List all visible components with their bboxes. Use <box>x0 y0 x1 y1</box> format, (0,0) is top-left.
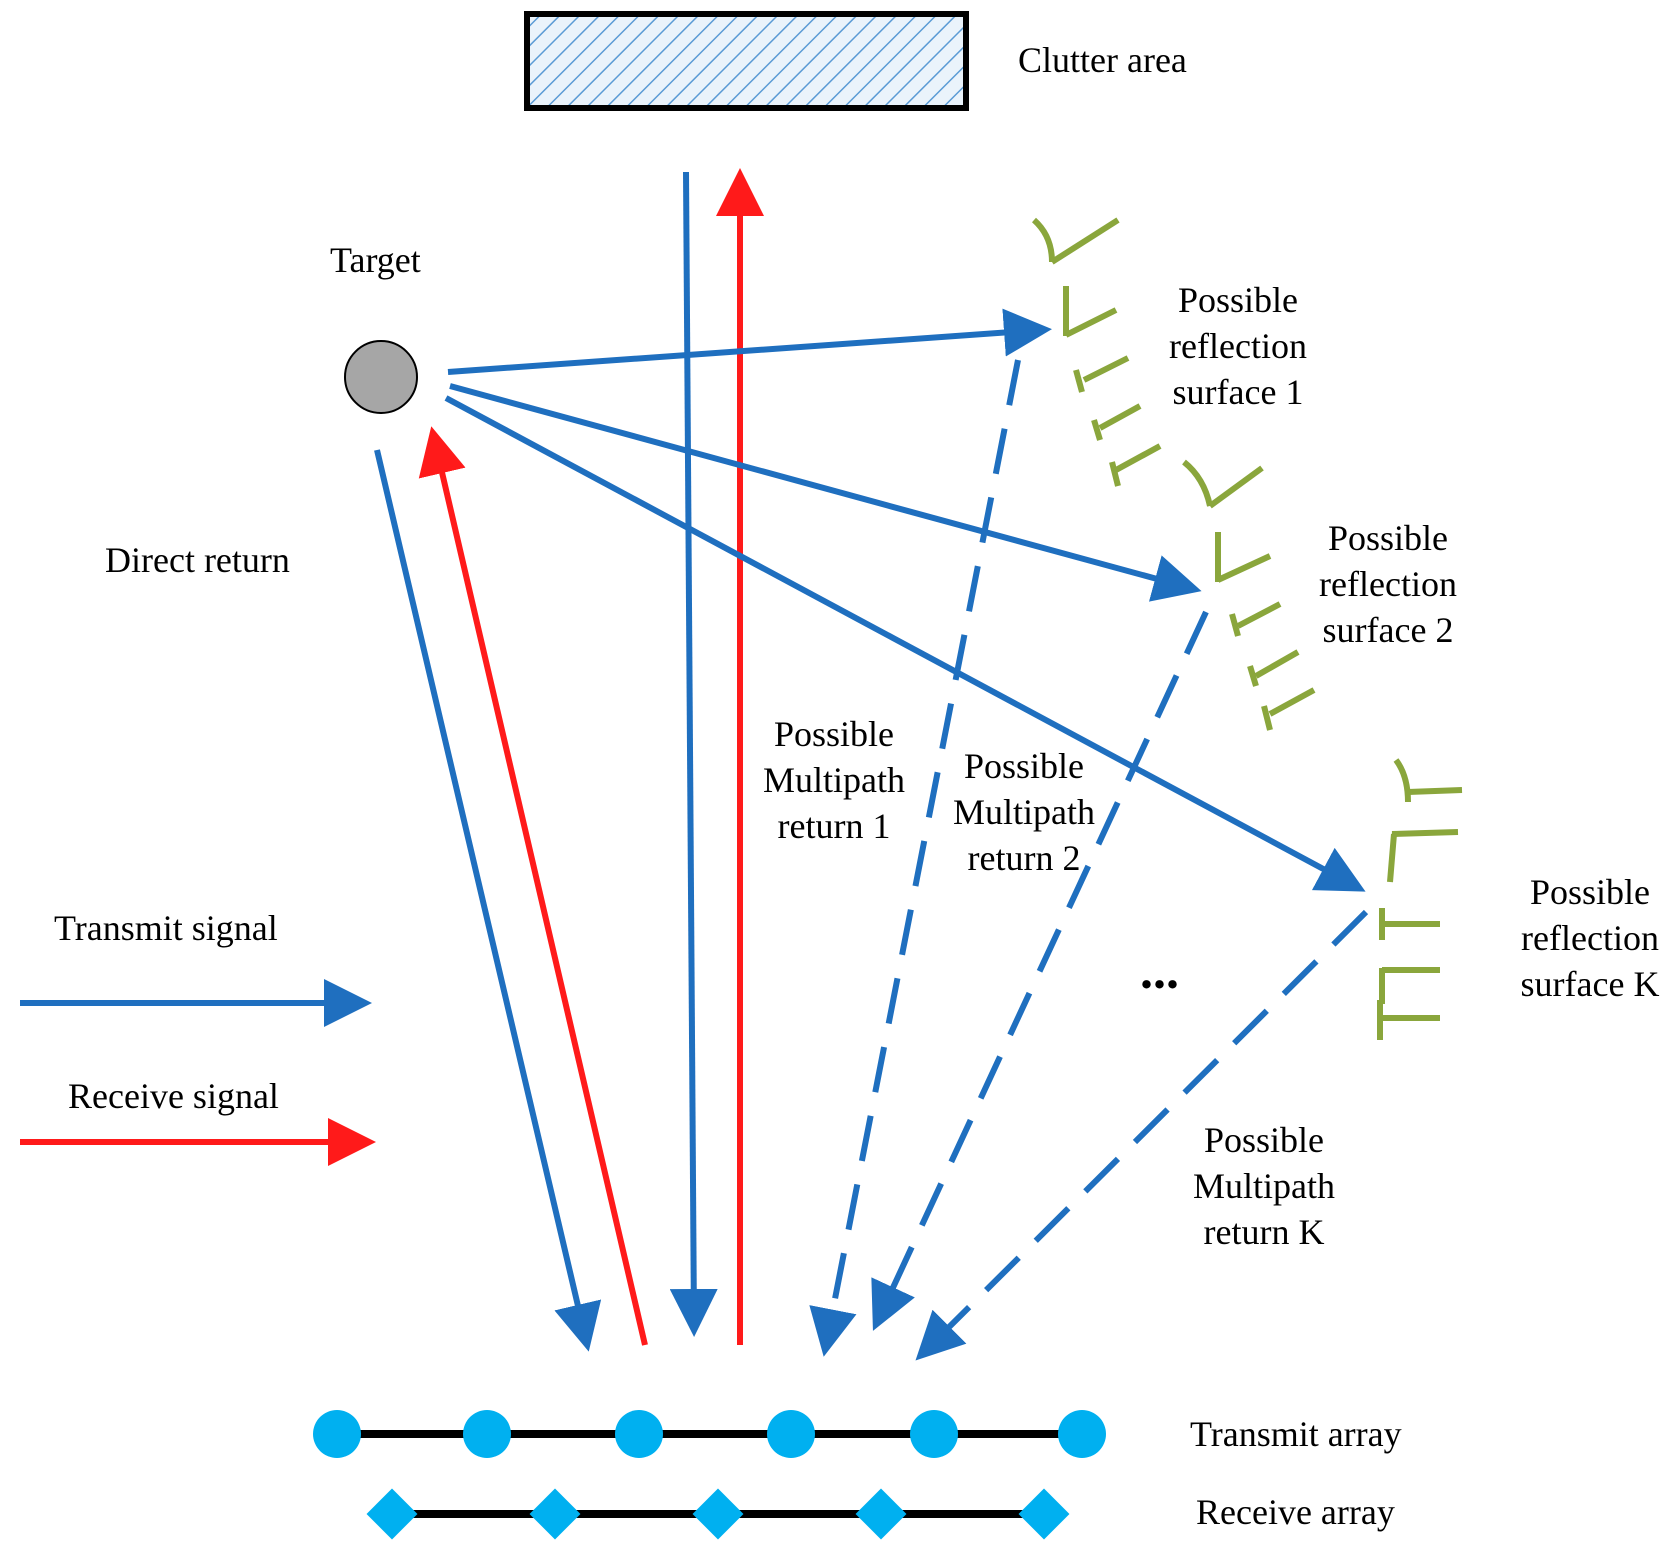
transmit-element <box>1058 1410 1106 1458</box>
target-icon <box>344 340 418 414</box>
multipath-return-2-arrow <box>871 610 1209 1331</box>
transmit-element <box>313 1410 361 1458</box>
svg-text:Possible: Possible <box>1328 518 1448 558</box>
svg-text:Possible: Possible <box>1204 1120 1324 1160</box>
direct-return-label: Direct return <box>105 540 290 580</box>
transmit-array-label: Transmit array <box>1190 1414 1402 1454</box>
clutter-transmit-arrow <box>669 171 718 1337</box>
clutter-area-box <box>524 11 969 111</box>
reflection-surface-2-icon <box>1182 459 1316 731</box>
svg-text:Possible: Possible <box>964 746 1084 786</box>
svg-text:Possible: Possible <box>1530 872 1650 912</box>
svg-text:reflection: reflection <box>1169 326 1307 366</box>
receive-array-label: Receive array <box>1196 1492 1395 1532</box>
direct-transmit-arrow <box>374 449 602 1352</box>
legend-receive-label: Receive signal <box>68 1076 279 1116</box>
receive-element <box>1018 1488 1070 1540</box>
receive-array <box>366 1488 1070 1540</box>
svg-text:Multipath: Multipath <box>953 792 1095 832</box>
svg-text:Multipath: Multipath <box>763 760 905 800</box>
reflection-surface-K-label: Possible reflection surface K <box>1521 872 1660 1004</box>
transmit-element <box>463 1410 511 1458</box>
multipath-return-1-label: Possible Multipath return 1 <box>763 714 905 846</box>
clutter-area-label: Clutter area <box>1018 40 1187 80</box>
target-to-surface2-arrow <box>449 383 1202 602</box>
multipath-return-2-label: Possible Multipath return 2 <box>953 746 1095 878</box>
transmit-element <box>767 1410 815 1458</box>
receive-element <box>366 1488 418 1540</box>
multipath-return-1-arrow <box>809 359 1021 1357</box>
svg-text:return 2: return 2 <box>968 838 1081 878</box>
reflection-surface-2-label: Possible reflection surface 2 <box>1319 518 1457 650</box>
multipath-return-K-arrow <box>915 909 1369 1361</box>
transmit-element <box>910 1410 958 1458</box>
target-to-surfaceK-arrow <box>444 395 1366 892</box>
target-to-surface1-arrow <box>447 308 1052 375</box>
reflection-surface-K-icon <box>1377 758 1463 1040</box>
ellipsis-label: ... <box>1140 943 1179 1000</box>
svg-text:Possible: Possible <box>774 714 894 754</box>
transmit-array <box>313 1410 1106 1458</box>
svg-text:reflection: reflection <box>1319 564 1457 604</box>
svg-text:surface K: surface K <box>1521 964 1660 1004</box>
target-label: Target <box>330 240 421 280</box>
receive-element <box>692 1488 744 1540</box>
multipath-return-K-label: Possible Multipath return K <box>1193 1120 1335 1252</box>
svg-text:Multipath: Multipath <box>1193 1166 1335 1206</box>
svg-text:return 1: return 1 <box>778 806 891 846</box>
svg-text:surface 2: surface 2 <box>1323 610 1454 650</box>
svg-text:reflection: reflection <box>1521 918 1659 958</box>
receive-element <box>529 1488 581 1540</box>
svg-text:Possible: Possible <box>1178 280 1298 320</box>
receive-element <box>855 1488 907 1540</box>
svg-text:surface 1: surface 1 <box>1173 372 1304 412</box>
svg-text:return K: return K <box>1204 1212 1325 1252</box>
reflection-surface-1-label: Possible reflection surface 1 <box>1169 280 1307 412</box>
reflection-surface-1-icon <box>1031 217 1162 487</box>
transmit-element <box>615 1410 663 1458</box>
legend-transmit-label: Transmit signal <box>54 908 278 948</box>
direct-receive-arrow <box>418 426 648 1346</box>
